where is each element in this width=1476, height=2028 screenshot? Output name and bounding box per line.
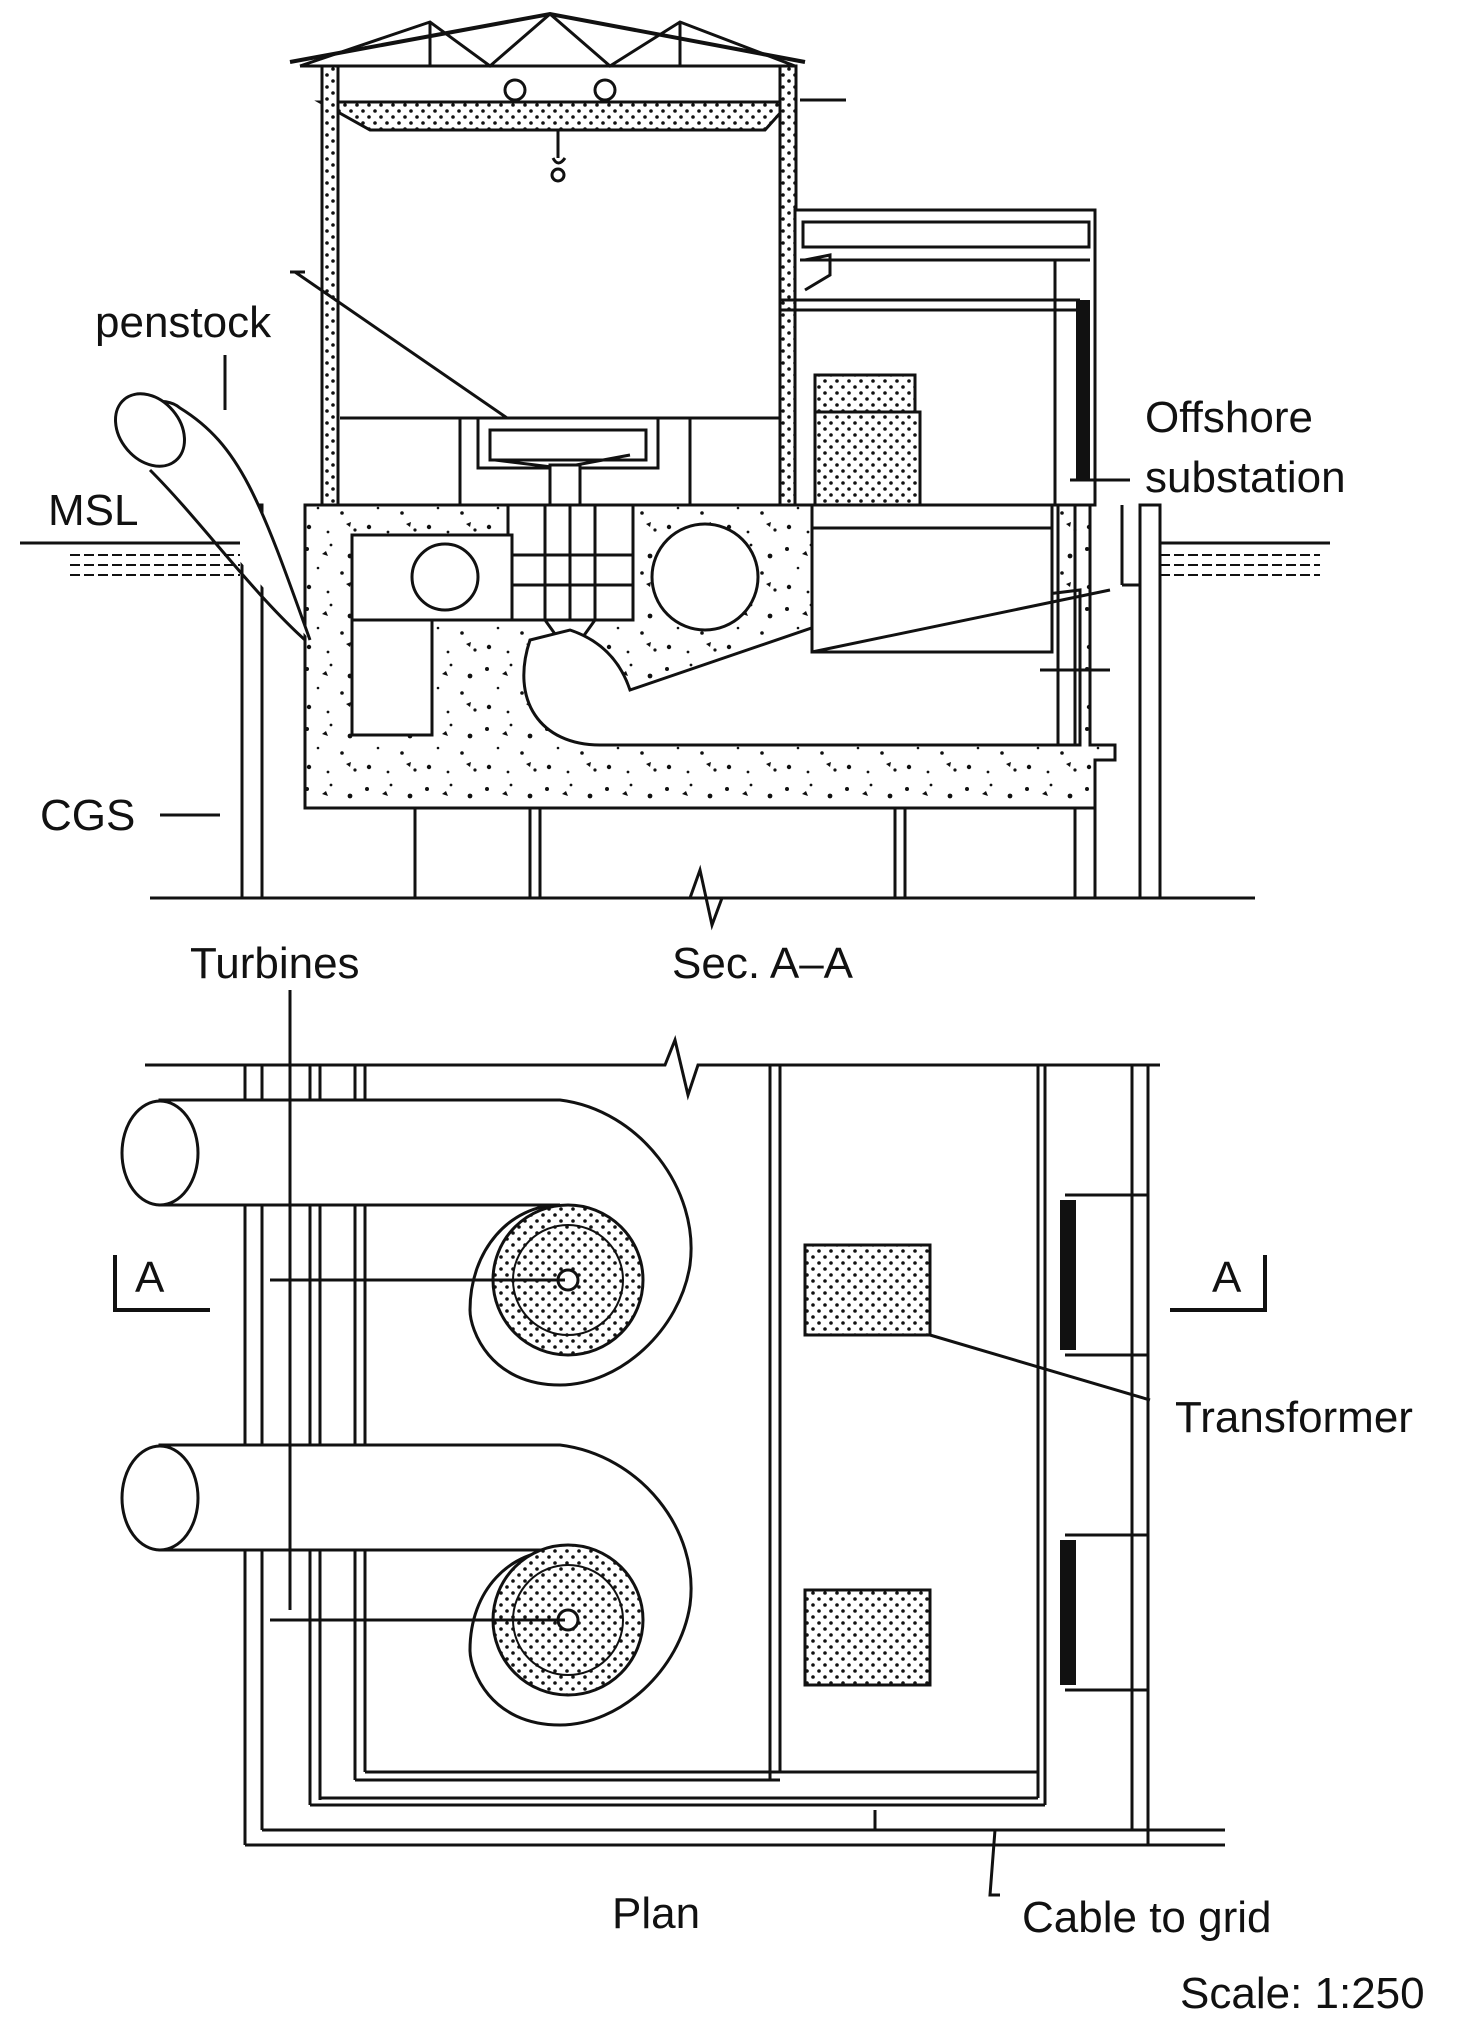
seabed-line	[150, 864, 1255, 931]
substation-building	[780, 208, 1125, 507]
turbines-label: Turbines	[190, 939, 360, 988]
plan-view: A A Transformer Plan Cable to grid Scale…	[113, 990, 1425, 2018]
plan-break-line	[145, 1035, 1160, 1101]
msl-label: MSL	[48, 486, 138, 535]
section-marker-left	[113, 1255, 210, 1312]
section-view: penstock MSL Offshore substation CGS Tur…	[20, 11, 1346, 988]
offshore-label: Offshore	[1145, 393, 1313, 442]
foundation-piles	[413, 760, 1097, 900]
scale-label: Scale: 1:250	[1180, 1969, 1425, 2018]
penstock-pipe	[114, 355, 312, 642]
cable-leader	[988, 1829, 1000, 1897]
generator-floor	[290, 270, 780, 527]
section-title: Sec. A–A	[672, 939, 854, 988]
cgs-walls	[240, 503, 1162, 900]
marker-left-label: A	[135, 1253, 165, 1302]
section-marker-right	[1170, 1255, 1267, 1312]
cable-label: Cable to grid	[1022, 1893, 1271, 1942]
roof-truss	[289, 11, 806, 68]
concrete-substructure	[303, 503, 1117, 810]
transformers	[803, 1243, 1151, 1687]
marker-right-label: A	[1212, 1253, 1242, 1302]
transformer-label: Transformer	[1175, 1393, 1413, 1442]
cgs-label: CGS	[40, 791, 135, 840]
turbine-unit-1	[120, 1098, 693, 1387]
turbine-unit-2	[120, 1443, 693, 1727]
gantry-crane	[314, 78, 846, 183]
plan-title: Plan	[612, 1889, 700, 1938]
substation-label: substation	[1145, 453, 1346, 502]
sea-level	[20, 541, 1330, 576]
penstock-label: penstock	[95, 298, 272, 347]
plan-right-cells	[1060, 1193, 1148, 1692]
